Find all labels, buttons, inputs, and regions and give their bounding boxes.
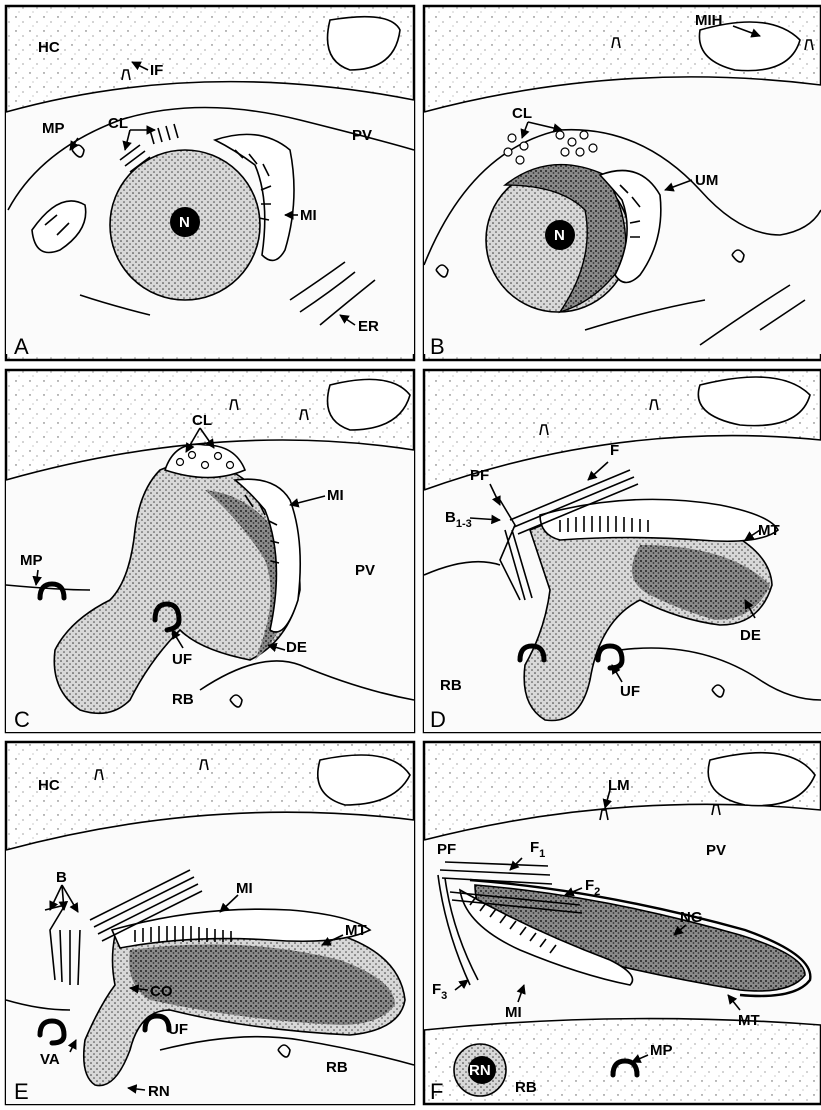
- label-uf: UF: [168, 1021, 188, 1038]
- panel-d: F PF B1-3 MT DE UF RB D: [424, 370, 821, 732]
- panel-letter-b: B: [430, 334, 445, 359]
- label-pv: PV: [352, 127, 372, 144]
- label-cl: CL: [192, 412, 212, 429]
- panel-letter-a: A: [14, 334, 29, 359]
- label-va: VA: [40, 1051, 60, 1068]
- label-mi: MI: [300, 207, 317, 224]
- label-rn: RN: [469, 1062, 491, 1079]
- label-rb: RB: [326, 1059, 348, 1076]
- label-uf: UF: [620, 683, 640, 700]
- label-f: F: [610, 442, 619, 459]
- label-rb: RB: [172, 691, 194, 708]
- label-n: N: [554, 227, 565, 244]
- label-pf: PF: [437, 841, 456, 858]
- label-mih: MIH: [695, 12, 723, 29]
- panel-letter-d: D: [430, 707, 446, 732]
- label-pv: PV: [355, 562, 375, 579]
- panel-b: MIH CL UM N B: [424, 6, 821, 360]
- label-de: DE: [740, 627, 761, 644]
- label-n: N: [179, 214, 190, 231]
- panel-c: CL MI MP PV DE UF RB C: [6, 370, 414, 732]
- panel-letter-f: F: [430, 1079, 443, 1104]
- label-pv: PV: [706, 842, 726, 859]
- label-cl: CL: [108, 115, 128, 132]
- label-cl: CL: [512, 105, 532, 122]
- label-rn: RN: [148, 1083, 170, 1100]
- label-mp: MP: [42, 120, 65, 137]
- label-hc: HC: [38, 777, 60, 794]
- label-mt: MT: [345, 922, 367, 939]
- panel-a: HC IF CL MP PV N MI ER A: [6, 6, 414, 360]
- panel-letter-e: E: [14, 1079, 29, 1104]
- label-er: ER: [358, 318, 379, 335]
- label-mp: MP: [650, 1042, 673, 1059]
- label-co: CO: [150, 983, 173, 1000]
- label-lm: LM: [608, 777, 630, 794]
- label-mi: MI: [236, 880, 253, 897]
- label-mt: MT: [758, 522, 780, 539]
- label-um: UM: [695, 172, 718, 189]
- label-mi: MI: [505, 1004, 522, 1021]
- label-b: B: [56, 869, 67, 886]
- panel-letter-c: C: [14, 707, 30, 732]
- panel-f: LM PF F1 PV F2 NG F3 MI MT MP RN RB F: [424, 742, 821, 1104]
- label-mp: MP: [20, 552, 43, 569]
- label-mt: MT: [738, 1012, 760, 1029]
- label-if: IF: [150, 62, 163, 79]
- label-de: DE: [286, 639, 307, 656]
- label-ng: NG: [680, 909, 703, 926]
- label-rb: RB: [440, 677, 462, 694]
- label-mi: MI: [327, 487, 344, 504]
- label-uf: UF: [172, 651, 192, 668]
- panel-e: HC B MI MT CO UF VA RB RN E: [6, 742, 414, 1104]
- label-rb: RB: [515, 1079, 537, 1096]
- label-pf: PF: [470, 467, 489, 484]
- label-hc: HC: [38, 39, 60, 56]
